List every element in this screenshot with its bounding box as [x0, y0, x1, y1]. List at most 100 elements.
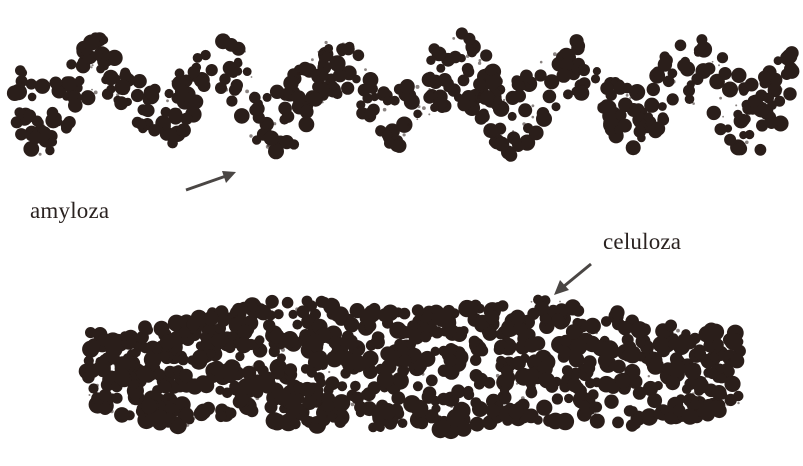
cellulose-speck	[351, 403, 355, 407]
cellulose-atom	[232, 303, 245, 316]
amylose-speck	[719, 97, 722, 100]
amylose-atom	[175, 84, 189, 98]
cellulose-atom	[196, 341, 205, 350]
cellulose-atom	[302, 296, 313, 307]
amylose-atom	[413, 110, 422, 119]
cellulose-atom	[179, 327, 191, 339]
amylose-speck	[512, 130, 514, 132]
amylose-speck	[39, 79, 42, 82]
cellulose-atom	[668, 360, 686, 378]
cellulose-atom	[371, 335, 385, 349]
cellulose-atom	[165, 403, 176, 414]
amylose-atom	[703, 62, 715, 74]
cellulose-atom	[730, 354, 745, 369]
amylose-atom	[630, 86, 639, 95]
cellulose-speck	[704, 360, 707, 363]
cellulose-speck	[233, 317, 235, 319]
cellulose-atom	[717, 389, 728, 400]
amylose-speck	[39, 153, 42, 156]
cellulose-atom	[215, 386, 224, 395]
cellulose-atom	[539, 372, 555, 388]
cellulose-atom	[293, 382, 305, 394]
amylose-atom	[602, 100, 617, 115]
cellulose-atom	[269, 329, 284, 344]
amylose-speck	[23, 72, 25, 74]
cellulose-atom	[227, 331, 237, 341]
amylose-speck	[252, 92, 255, 95]
cellulose-speck	[306, 408, 308, 410]
amylose-atom	[667, 93, 679, 105]
amylose-atom	[614, 81, 627, 94]
cellulose-atom	[192, 350, 207, 365]
amylose-speck	[623, 87, 625, 89]
amylose-speck	[377, 97, 379, 99]
cellulose-atom	[284, 363, 297, 376]
cellulose-atom	[255, 335, 265, 345]
amylose-atom	[289, 139, 299, 149]
cellulose-atom	[120, 331, 130, 341]
cellulose-atom	[524, 338, 539, 353]
amylose-atom	[783, 87, 796, 100]
amylose-speck	[21, 81, 24, 84]
amylose-atom	[168, 108, 183, 123]
cellulose-atom	[632, 415, 642, 425]
amylose-atom	[504, 149, 517, 162]
cellulose-atom	[444, 354, 457, 367]
amylose-atom	[552, 102, 561, 111]
amylose-speck	[307, 75, 309, 77]
amylose-atom	[677, 59, 690, 72]
amylose-atom	[352, 75, 361, 84]
cellulose-atom	[624, 346, 642, 364]
amylose-speck	[422, 106, 426, 110]
cellulose-speck	[648, 375, 650, 377]
amylose-atom	[574, 86, 589, 101]
amylose-atom	[430, 103, 439, 112]
amylose-atom	[494, 137, 509, 152]
cellulose-atom	[414, 359, 427, 372]
cellulose-speck	[237, 314, 239, 316]
cellulose-atom	[399, 354, 412, 367]
amylose-speck	[532, 116, 535, 119]
amylose-speck	[553, 52, 557, 56]
amylose-atom	[383, 96, 392, 105]
cellulose-atom	[137, 366, 153, 382]
cellulose-atom	[292, 320, 302, 330]
cellulose-speck	[326, 415, 328, 417]
cellulose-atom	[141, 398, 157, 414]
cellulose-speck	[548, 355, 550, 357]
amylose-speck	[721, 83, 724, 86]
amylose-speck	[475, 101, 478, 104]
cellulose-atom	[472, 401, 488, 417]
cellulose-atom	[412, 304, 424, 316]
amylose-atom	[634, 125, 646, 137]
amylose-atom	[434, 50, 443, 59]
cellulose-atom	[624, 405, 635, 416]
cellulose-speck	[328, 371, 330, 373]
amylose-atom	[114, 96, 128, 110]
amylose-speck	[273, 122, 276, 125]
amylose-speck	[94, 91, 98, 95]
cellulose-atom	[570, 338, 587, 355]
amylose-atom	[148, 124, 160, 136]
cellulose-atom	[310, 352, 327, 369]
amylose-speck	[627, 128, 630, 131]
amylose-atom	[763, 93, 774, 104]
cellulose-atom	[551, 313, 565, 327]
amylose-atom	[228, 68, 238, 78]
cellulose-atom	[547, 413, 564, 430]
amylose-atom	[404, 94, 420, 110]
cellulose-atom	[501, 365, 514, 378]
amylose-speck	[403, 133, 406, 136]
cellulose-atom	[610, 305, 624, 319]
cellulose-speck	[281, 348, 285, 352]
cellulose-speck	[89, 394, 91, 396]
cellulose-atom	[496, 356, 506, 366]
cellulose-atom	[333, 394, 350, 411]
cellulose-atom	[399, 308, 411, 320]
cellulose-atom	[113, 368, 130, 385]
cellulose-atom	[494, 344, 505, 355]
cellulose-atom	[159, 380, 172, 393]
amylose-speck	[477, 95, 481, 99]
cellulose-atom	[636, 337, 646, 347]
amylose-atom	[462, 63, 474, 75]
